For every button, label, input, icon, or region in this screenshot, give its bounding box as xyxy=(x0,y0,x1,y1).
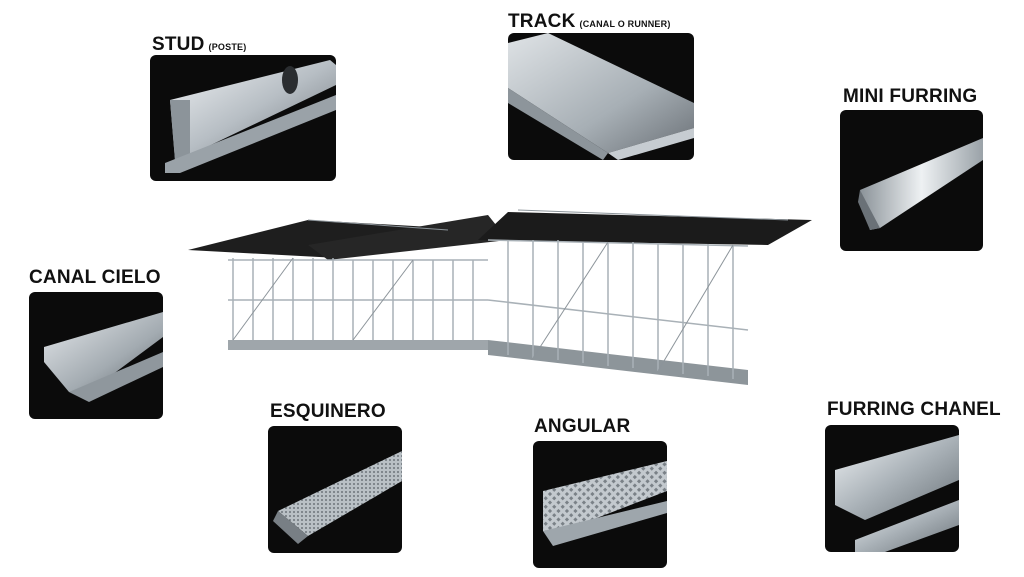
canal-cielo-image xyxy=(29,292,163,419)
track-profile-icon xyxy=(508,33,694,160)
track-label: TRACK(CANAL O RUNNER) xyxy=(508,11,671,33)
canal-cielo-profile-icon xyxy=(44,312,163,402)
mini-furring-title: MINI FURRING xyxy=(843,86,978,107)
mini-furring-profile-icon xyxy=(858,138,983,230)
stud-profile-icon xyxy=(165,60,336,173)
furring-chanel-image xyxy=(825,425,959,552)
stud-subtitle: (POSTE) xyxy=(208,42,247,52)
steel-frame-house-image xyxy=(188,190,812,390)
track-subtitle: (CANAL O RUNNER) xyxy=(579,19,671,29)
stud-image xyxy=(150,55,336,181)
angular-image xyxy=(533,441,667,568)
esquinero-profile-icon xyxy=(273,451,402,544)
furring-chanel-profile-icon xyxy=(835,435,959,552)
furring-chanel-label: FURRING CHANEL xyxy=(827,399,1001,421)
track-image xyxy=(508,33,694,160)
steel-frame-house-icon xyxy=(188,209,812,385)
esquinero-title: ESQUINERO xyxy=(270,401,386,422)
angular-title: ANGULAR xyxy=(534,416,631,437)
canal-cielo-label: CANAL CIELO xyxy=(29,267,161,289)
mini-furring-label: MINI FURRING xyxy=(843,86,977,108)
esquinero-image xyxy=(268,426,402,553)
angular-label: ANGULAR xyxy=(534,416,630,438)
stud-title: STUD xyxy=(152,34,205,55)
mini-furring-image xyxy=(840,110,983,251)
track-title: TRACK xyxy=(508,11,576,32)
stud-label: STUD(POSTE) xyxy=(152,34,246,56)
furring-chanel-title: FURRING CHANEL xyxy=(827,399,1001,420)
angular-profile-icon xyxy=(543,461,667,546)
canal-cielo-title: CANAL CIELO xyxy=(29,267,161,288)
esquinero-label: ESQUINERO xyxy=(270,401,386,423)
